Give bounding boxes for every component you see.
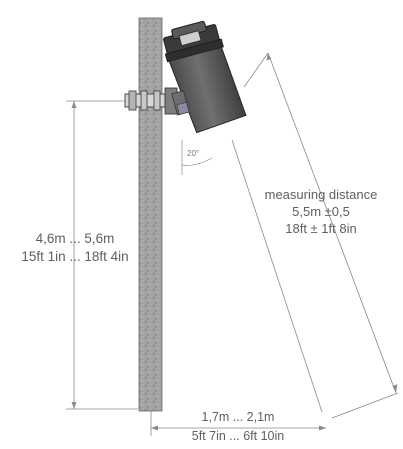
mounting-pole — [138, 17, 163, 412]
measuring-distance-title: measuring distance — [264, 187, 378, 202]
height-range-imperial: 15ft 1in ... 18ft 4in — [21, 248, 129, 264]
tilt-angle-label: 20° — [187, 149, 200, 158]
measuring-distance-metric: 5,5m ±0,5 — [292, 204, 350, 219]
horizontal-offset-label: 1,7m ... 2,1m 5ft 7in ... 6ft 10in — [166, 411, 310, 442]
height-range-metric: 4,6m ... 5,6m — [35, 231, 115, 246]
measuring-distance-line — [231, 52, 399, 419]
radar-sensor — [163, 20, 247, 134]
horizontal-dimension-line — [150, 411, 326, 436]
measuring-distance-imperial: 18ft ± 1ft 8in — [285, 221, 357, 236]
tilt-angle-indicator — [181, 140, 213, 175]
height-range-label: 4,6m ... 5,6m 15ft 1in ... 18ft 4in — [2, 232, 148, 263]
horizontal-offset-metric: 1,7m ... 2,1m — [201, 410, 275, 424]
horizontal-offset-imperial: 5ft 7in ... 6ft 10in — [191, 428, 285, 443]
measuring-distance-label: measuring distance 5,5m ±0,5 18ft ± 1ft … — [258, 188, 384, 235]
